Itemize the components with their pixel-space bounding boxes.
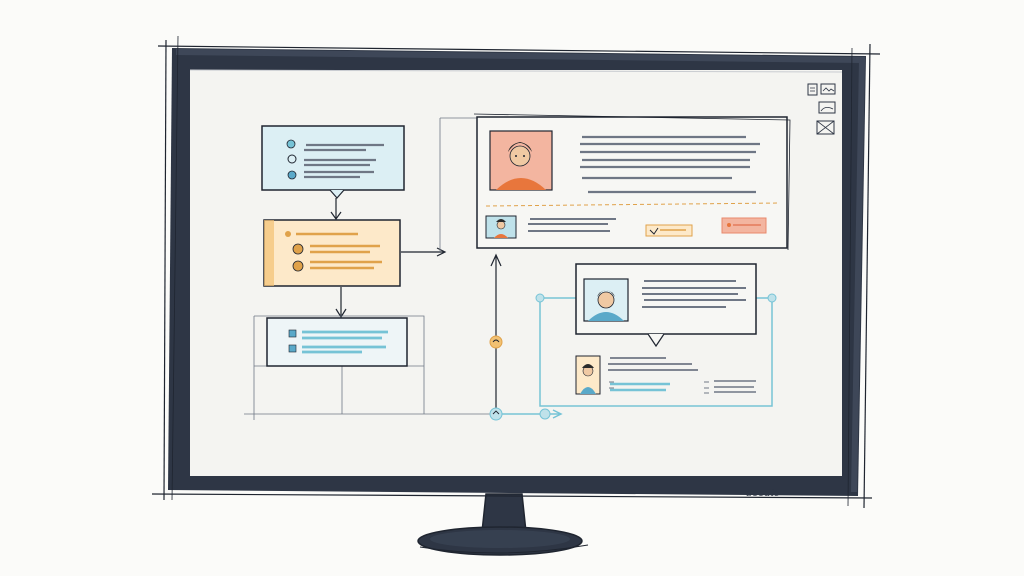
bottom-left-card[interactable] (266, 317, 408, 367)
document-icon[interactable] (807, 83, 836, 96)
toolbar (807, 83, 836, 135)
bullet-icon (292, 260, 304, 272)
branch-icon[interactable] (489, 407, 503, 421)
profile-card-medium[interactable] (575, 263, 757, 348)
avatar (485, 215, 517, 239)
profile-card-large[interactable] (473, 113, 791, 251)
list-icon (609, 381, 709, 394)
connectors (244, 117, 773, 420)
square-icon (288, 329, 297, 338)
link-icon[interactable] (489, 335, 503, 349)
action-button[interactable] (645, 224, 693, 237)
image-icon[interactable] (818, 101, 836, 114)
signature: doodle (746, 488, 780, 499)
blue-card[interactable] (261, 125, 405, 199)
avatar (575, 355, 601, 395)
bullet-icon (287, 170, 297, 180)
monitor-stand (417, 493, 589, 556)
node-dot (767, 293, 777, 303)
connector-nodes (489, 293, 777, 421)
bullet-icon (292, 243, 304, 255)
reply-item[interactable] (575, 355, 756, 395)
square-icon (288, 344, 297, 353)
picture-icon[interactable] (816, 120, 835, 135)
bullet-icon (286, 139, 296, 149)
bullet-icon (285, 231, 291, 237)
action-button[interactable] (721, 217, 767, 234)
orange-card[interactable] (263, 219, 401, 287)
avatar (583, 278, 629, 322)
bullet-icon (287, 154, 297, 164)
avatar (489, 130, 553, 191)
arrow-icon[interactable] (539, 408, 551, 420)
node-dot (535, 293, 545, 303)
